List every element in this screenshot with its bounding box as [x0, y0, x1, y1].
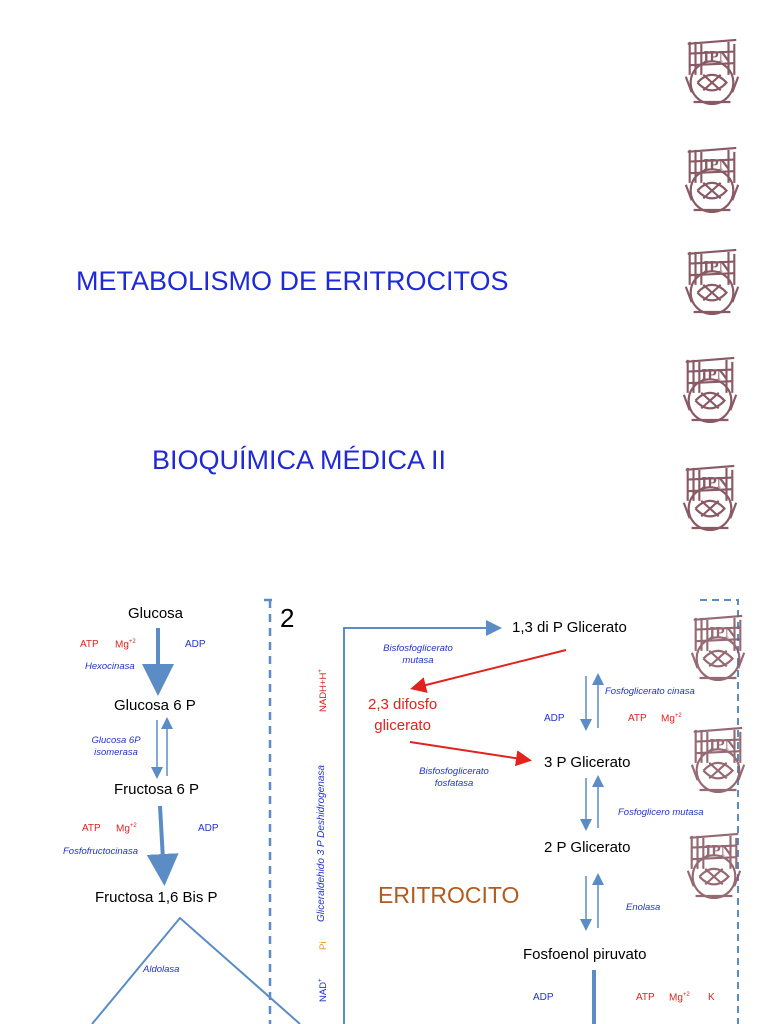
right-dashed-bracket	[700, 599, 739, 1024]
pfk-mg-label: Mg	[116, 823, 130, 835]
isomerase-line1: Glucosa 6P	[91, 735, 141, 746]
pk-mg-charge: +2	[682, 992, 690, 998]
pk-mg-label: Mg	[669, 992, 683, 1004]
gapdh-nad: NAD+	[318, 978, 329, 1002]
bpg-phosphatase-enzyme: Bisfosfoglicerato fosfatasa	[412, 766, 496, 790]
metabolite-3p-glicerato: 3 P Glicerato	[544, 754, 631, 771]
ipn-logo-7	[690, 726, 746, 794]
gapdh-nadh-label: NADH+H	[318, 672, 330, 712]
pg-mutase-enzyme: Fosfoglicero mutasa	[618, 807, 704, 818]
ipn-logo-1	[684, 38, 740, 106]
hexokinase-mg: Mg+2	[115, 639, 136, 650]
bpg-mutase-arrow	[410, 649, 567, 693]
bpg-phosphatase-line1: Bisfosfoglicerato	[419, 766, 489, 777]
metabolite-glucosa: Glucosa	[128, 605, 184, 622]
pfk-atp: ATP	[82, 823, 101, 834]
enolase-enzyme: Enolasa	[626, 902, 661, 913]
hexokinase-mg-charge: +2	[128, 639, 136, 645]
pgk-mg-charge: +2	[674, 713, 682, 719]
bpg-mutase-line1: Bisfosfoglicerato	[383, 643, 453, 654]
gapdh-nad-charge: +	[318, 978, 324, 982]
gapdh-nadh-charge: +	[318, 669, 324, 673]
metabolite-13-di-p-glicerato: 1,3 di P Glicerato	[512, 619, 627, 636]
metabolite-fructosa-6p: Fructosa 6 P	[114, 781, 200, 798]
gapdh-line	[343, 620, 502, 1024]
metabolite-2p-glicerato: 2 P Glicerato	[544, 839, 631, 856]
pfk-adp: ADP	[198, 823, 219, 834]
bpg-mutase-enzyme: Bisfosfoglicerato mutasa	[378, 643, 458, 667]
bpg-phosphatase-arrow	[409, 741, 532, 767]
pfk-mg: Mg+2	[116, 823, 137, 834]
pk-adp: ADP	[533, 992, 554, 1003]
metabolite-fructosa-16bisp: Fructosa 1,6 Bis P	[95, 889, 218, 906]
page-subtitle: BIOQUÍMICA MÉDICA II	[152, 445, 447, 475]
pk-mg: Mg+2	[669, 992, 690, 1003]
page-title: METABOLISMO DE ERITROCITOS	[76, 266, 509, 296]
gapdh-enzyme: Gliceraldehido 3 P Deshidrogenasa	[316, 765, 327, 922]
aldolase-enzyme: Aldolasa	[143, 964, 180, 975]
ipn-logo-5	[682, 464, 738, 532]
metabolite-23-difosfoglicerato: 2,3 difosfo glicerato	[368, 694, 437, 736]
cell-label: ERITROCITO	[378, 882, 520, 908]
difosfoglicerato-line1: 2,3 difosfo	[368, 696, 438, 713]
ipn-logo-3	[684, 248, 740, 316]
pgk-enzyme: Fosfoglicerato cinasa	[605, 686, 695, 697]
ipn-logo-4	[682, 356, 738, 424]
hexokinase-mg-label: Mg	[115, 639, 129, 651]
step-number: 2	[280, 603, 295, 633]
pfk-mg-charge: +2	[129, 823, 137, 829]
pgk-atp: ATP	[628, 713, 647, 724]
ipn-logo-6	[690, 614, 746, 682]
metabolite-glucosa-6p: Glucosa 6 P	[114, 697, 196, 714]
gapdh-nad-label: NAD	[318, 981, 330, 1002]
pgk-adp: ADP	[544, 713, 565, 724]
metabolite-fosfoenol-piruvato: Fosfoenol piruvato	[523, 946, 647, 963]
pfk-arrow	[146, 805, 179, 886]
ipn-logo-8	[686, 832, 742, 900]
pk-k: K	[708, 992, 715, 1003]
isomerase-enzyme: Glucosa 6P isomerasa	[86, 735, 146, 759]
isomerase-line2: isomerasa	[94, 747, 138, 758]
pgk-mg-label: Mg	[661, 713, 675, 725]
bpg-mutase-line2: mutasa	[402, 655, 434, 666]
hexokinase-atp: ATP	[80, 639, 99, 650]
pfk-enzyme: Fosfofructocinasa	[63, 846, 138, 857]
gapdh-nadh: NADH+H+	[318, 669, 329, 712]
gapdh-pi: Pi	[318, 941, 329, 950]
pk-atp: ATP	[636, 992, 655, 1003]
ipn-logo-2	[684, 146, 740, 214]
dashed-bracket	[264, 598, 276, 1024]
pgk-mg: Mg+2	[661, 713, 682, 724]
difosfoglicerato-line2: glicerato	[374, 717, 431, 734]
aldolase-lines	[91, 916, 301, 1024]
hexokinase-enzyme: Hexocinasa	[85, 661, 135, 672]
bpg-phosphatase-line2: fosfatasa	[434, 778, 474, 789]
hexokinase-adp: ADP	[185, 639, 206, 650]
